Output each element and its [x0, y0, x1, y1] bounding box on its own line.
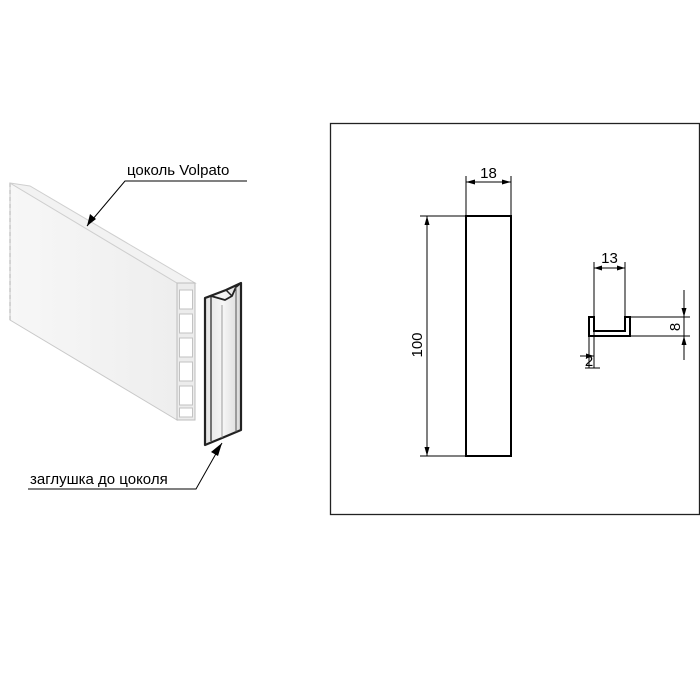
end-cap-3d	[203, 281, 243, 447]
panel-height-value: 100	[409, 332, 426, 357]
plinth-label: цоколь Volpato	[127, 162, 229, 179]
wall-thickness-value: 2	[585, 353, 593, 370]
wall-thickness-dimension	[580, 331, 600, 369]
panel-outline	[465, 215, 512, 457]
profile-width-dimension	[593, 262, 626, 317]
plinth-3d-illustration: цоколь Volpato заглушка до цоколя	[9, 162, 247, 490]
plinth-leader-arrow	[87, 214, 96, 226]
cap-leader-line	[28, 442, 223, 490]
plinth-leader-line	[86, 180, 247, 227]
profile-height-dimension	[630, 290, 690, 360]
plinth-end-chambers	[179, 289, 193, 418]
cap-label: заглушка до цоколя	[30, 471, 168, 488]
panel-width-dimension	[465, 176, 512, 216]
profile-width-value: 13	[601, 250, 618, 267]
cap-leader-arrow	[211, 443, 222, 456]
panel-width-value: 18	[480, 165, 497, 182]
drawing-frame	[329, 122, 700, 516]
profile-height-value: 8	[667, 323, 684, 331]
dimension-drawing-frame: 18 100 13 8	[329, 122, 700, 516]
panel-height-dimension	[420, 215, 466, 457]
